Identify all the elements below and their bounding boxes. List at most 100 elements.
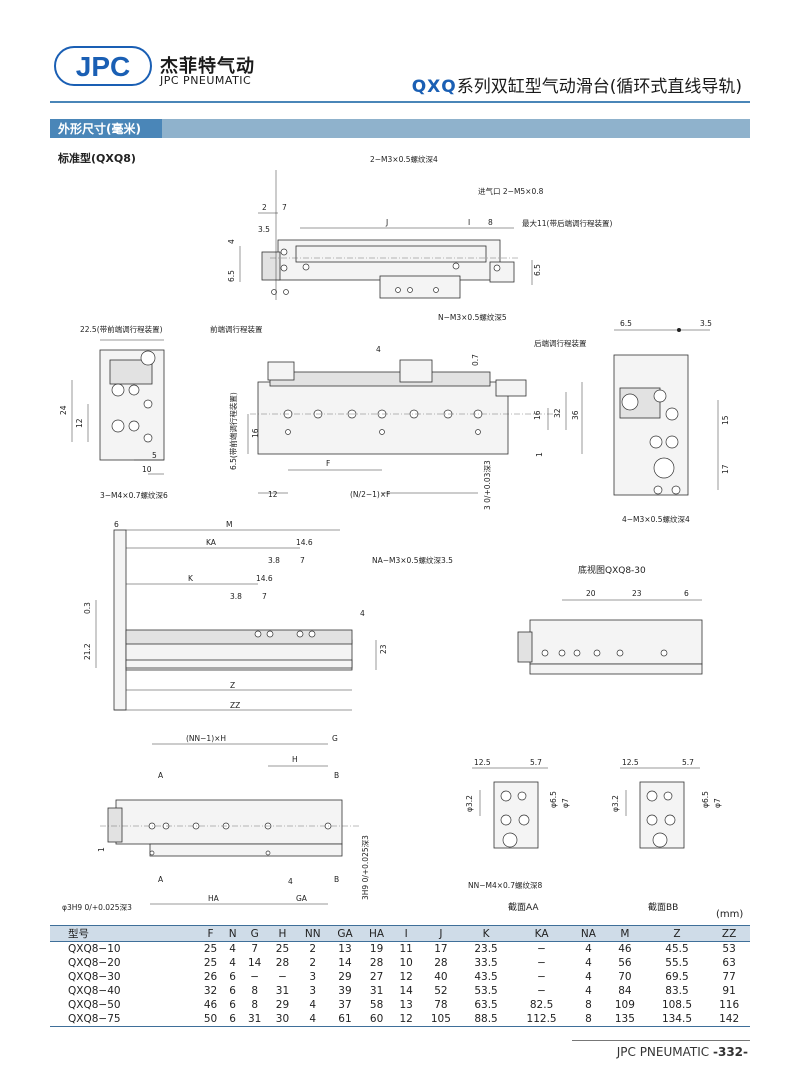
table-cell: 14 [399, 985, 413, 997]
table-cell: 116 [719, 999, 740, 1011]
table-cell: 4 [296, 1012, 330, 1027]
dimension-label: M [226, 520, 232, 529]
table-cell: 83.5 [665, 985, 689, 997]
dimension-label: φ3.2 [611, 795, 620, 812]
table-cell: 26 [203, 971, 218, 983]
table-cell: 39 [338, 985, 352, 997]
dimension-label: 1 [97, 847, 106, 852]
dimension-label: 6.5 [533, 264, 542, 276]
table-cell: − [250, 971, 260, 983]
footer-brand: JPC PNEUMATIC [616, 1045, 710, 1059]
table-cell: 70 [618, 971, 632, 983]
dimension-label: 6 [684, 589, 689, 598]
table-cell: 28 [434, 957, 448, 969]
dimension-label: 20 [586, 589, 596, 598]
dimension-label: 4−M3×0.5螺纹深4 [622, 514, 690, 524]
table-cell: 60 [360, 1012, 393, 1027]
table-cell: 53 [722, 943, 736, 955]
table-cell: 31 [275, 985, 290, 997]
dimension-label: 4 [360, 609, 365, 618]
jpc-logo: JPC [54, 46, 152, 86]
dimension-label: φ6.5 [701, 791, 710, 808]
table-cell: 91 [722, 985, 736, 997]
table-cell: 8 [251, 985, 259, 997]
dimension-label: ZZ [230, 701, 240, 710]
column-header: K [461, 925, 511, 942]
table-cell: 134.5 [645, 1012, 709, 1027]
dimension-label: 23 [379, 644, 388, 654]
dimension-label: 16 [533, 410, 542, 420]
table-cell: 4 [585, 957, 592, 969]
dimension-label: 4 [227, 239, 236, 244]
footer: JPC PNEUMATIC -332- [617, 1045, 748, 1059]
svg-text:JPC: JPC [76, 51, 130, 82]
table-cell: 3 [309, 971, 317, 983]
table-cell: − [537, 985, 546, 997]
dimension-label: 最大11(带后端调行程装置) [522, 218, 612, 228]
dimension-label: 2−M3×0.5螺纹深4 [370, 154, 438, 164]
dimension-label: B [334, 771, 339, 780]
table-cell: 33.5 [474, 957, 498, 969]
table-cell: 12 [399, 971, 413, 983]
table-cell: 112.5 [510, 1012, 573, 1027]
table-cell: 27 [369, 971, 384, 983]
dimension-label: A [158, 771, 164, 780]
table-cell: 109 [614, 999, 635, 1011]
dimension-label: NA−M3×0.5螺纹深3.5 [372, 555, 453, 565]
table-cell: QXQ8−40 [68, 985, 121, 997]
dimension-label: 0.3 [83, 602, 92, 614]
dimension-label: HA [208, 894, 220, 903]
table-cell: 4 [229, 943, 236, 955]
dimension-label: 3.5 [258, 225, 270, 234]
dimension-label: 12 [75, 418, 84, 428]
column-header: F [196, 925, 225, 942]
dimension-label: 23 [632, 589, 642, 598]
table-cell: 29 [338, 971, 352, 983]
column-header: Z [645, 925, 709, 942]
table-cell: 32 [203, 985, 218, 997]
dimension-label: KA [206, 538, 217, 547]
table-cell: 4 [585, 985, 592, 997]
table-cell: 69.5 [665, 971, 689, 983]
dimension-label: 10 [142, 465, 152, 474]
table-cell: 135 [604, 1012, 646, 1027]
table-cell: 25 [203, 943, 218, 955]
front-end-view-drawing [71, 339, 165, 475]
table-cell: 58 [369, 999, 384, 1011]
table-cell: 4 [585, 943, 592, 955]
table-cell: 2 [309, 943, 317, 955]
table-cell: 6 [229, 985, 236, 997]
dimension-label: 4 [376, 345, 381, 354]
dimension-label: 截面AA [508, 901, 539, 913]
table-cell: QXQ8−50 [68, 999, 121, 1011]
dimension-label: F [326, 459, 330, 468]
table-cell: 4 [585, 971, 592, 983]
dimension-label: 7 [300, 556, 305, 565]
model-subtitle: 标准型(QXQ8) [58, 152, 136, 165]
brand-name-en: JPC PNEUMATIC [160, 74, 252, 87]
column-header: M [604, 925, 646, 942]
table-cell: 3 [309, 985, 317, 997]
table-cell: QXQ8−30 [68, 971, 121, 983]
dimension-label: 12.5 [622, 758, 639, 767]
table-cell: 10 [399, 957, 413, 969]
dimension-label: 8 [488, 218, 493, 227]
dimension-label: 3 0/+0.03深3 [483, 460, 492, 510]
dimension-label: G [332, 734, 338, 743]
front-view-drawing [247, 359, 583, 494]
table-cell: 108.5 [661, 999, 692, 1011]
table-cell: 31 [369, 985, 384, 997]
dimension-label: 4 [288, 877, 293, 886]
table-cell: 46 [203, 999, 218, 1011]
table-cell: − [537, 943, 546, 955]
footer-divider [572, 1040, 750, 1041]
table-cell: 28 [275, 957, 290, 969]
table-cell: 6 [229, 971, 236, 983]
dimension-label: 底视图QXQ8-30 [578, 564, 646, 576]
dimension-label: A [158, 875, 164, 884]
dimension-label: 前端调行程装置 [210, 324, 263, 334]
top-view-drawing [239, 170, 533, 300]
dimension-label: 3H9 0/+0.025深3 [361, 835, 370, 900]
